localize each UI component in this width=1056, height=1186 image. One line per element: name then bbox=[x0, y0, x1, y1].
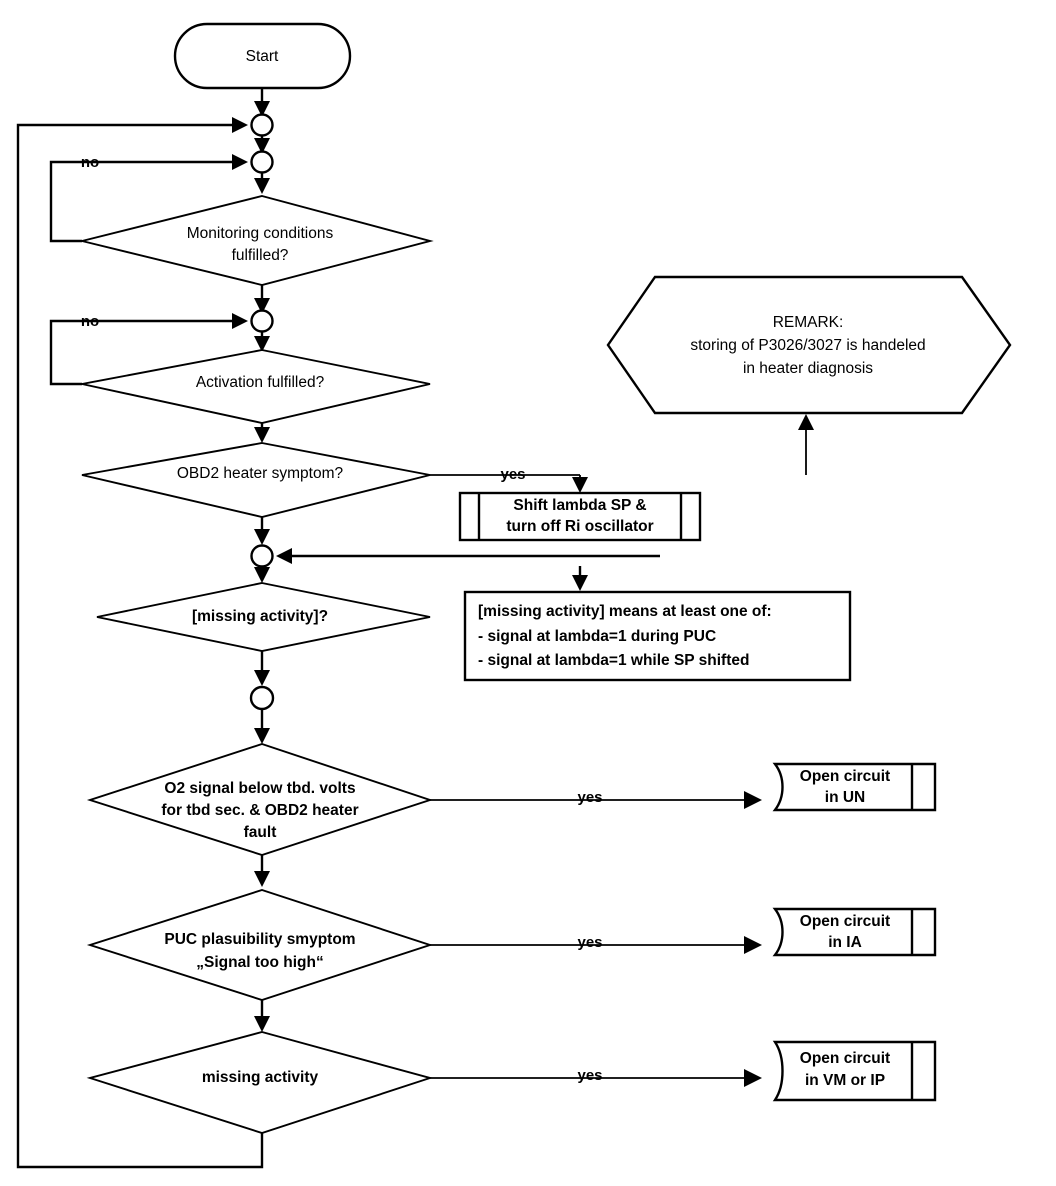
node-open-vmip-line2: in VM or IP bbox=[805, 1072, 885, 1089]
node-start[interactable]: Start bbox=[173, 22, 352, 90]
node-missing-bottom-line1: missing activity bbox=[202, 1069, 319, 1086]
node-missing-note-line3: - signal at lambda=1 while SP shifted bbox=[478, 652, 749, 669]
node-missing-note-line1: [missing activity] means at least one of… bbox=[478, 603, 772, 620]
node-open-circuit-ia[interactable]: Open circuit in IA bbox=[772, 907, 937, 957]
node-obd2-line1: OBD2 heater symptom? bbox=[177, 465, 344, 482]
edge-shift-to-connector4 bbox=[276, 548, 660, 564]
node-open-circuit-vm-ip[interactable]: Open circuit in VM or IP bbox=[772, 1040, 937, 1102]
node-puc-plausibility-decision[interactable]: PUC plasuibility smyptom „Signal too hig… bbox=[86, 889, 434, 1001]
edge-connector3-to-activation bbox=[254, 332, 270, 352]
node-missing-activity-bottom[interactable]: missing activity bbox=[86, 1031, 434, 1134]
node-remark-note: REMARK: storing of P3026/3027 is handele… bbox=[606, 275, 1012, 415]
edge-label-no-monitoring: no bbox=[81, 154, 99, 171]
node-remark-line1: REMARK: bbox=[773, 314, 844, 331]
node-open-circuit-un[interactable]: Open circuit in UN bbox=[772, 762, 937, 812]
node-open-vmip-line1: Open circuit bbox=[800, 1050, 890, 1067]
node-shift-lambda-line2: turn off Ri oscillator bbox=[506, 518, 653, 535]
edge-label-yes-puc: yes bbox=[577, 934, 602, 951]
node-puc-line2: „Signal too high“ bbox=[196, 954, 323, 971]
edge-activation-to-obd2 bbox=[254, 423, 270, 443]
edge-monitoring-to-connector3 bbox=[254, 285, 270, 314]
edge-o2-yes-to-un: yes bbox=[430, 789, 762, 809]
edge-obd2-yes-to-shift: yes bbox=[430, 466, 588, 493]
edge-puc-yes-to-ia: yes bbox=[430, 934, 762, 954]
edge-missingbottom-yes-to-vmip: yes bbox=[430, 1067, 762, 1087]
connector-circle-3 bbox=[250, 309, 274, 333]
edge-label-yes-o2: yes bbox=[577, 789, 602, 806]
connector-circle-1 bbox=[250, 113, 274, 137]
edge-shift-to-remark bbox=[798, 414, 814, 475]
node-o2-line1: O2 signal below tbd. volts bbox=[164, 780, 355, 797]
node-start-label: Start bbox=[246, 48, 279, 65]
node-o2-line3: fault bbox=[244, 824, 277, 841]
edge-start-to-connector1 bbox=[254, 88, 270, 117]
edge-label-no-activation: no bbox=[81, 313, 99, 330]
node-remark-line3: in heater diagnosis bbox=[743, 360, 873, 377]
node-shift-lambda-line1: Shift lambda SP & bbox=[513, 497, 646, 514]
edge-bottom-loop-back bbox=[16, 117, 264, 1169]
node-open-ia-line1: Open circuit bbox=[800, 913, 890, 930]
edge-connector5-to-o2 bbox=[254, 709, 270, 744]
connector-circle-2 bbox=[250, 150, 274, 174]
node-shift-lambda[interactable]: Shift lambda SP & turn off Ri oscillator bbox=[458, 491, 702, 542]
edge-monitoring-no-loop: no bbox=[49, 154, 248, 243]
node-remark-line2: storing of P3026/3027 is handeled bbox=[690, 337, 925, 354]
node-obd2-heater-symptom[interactable]: OBD2 heater symptom? bbox=[81, 442, 431, 518]
node-activation-fulfilled[interactable]: Activation fulfilled? bbox=[81, 349, 431, 424]
node-open-un-line1: Open circuit bbox=[800, 768, 890, 785]
node-monitoring-line2: fulfilled? bbox=[232, 247, 289, 264]
node-open-un-line2: in UN bbox=[825, 789, 865, 806]
edge-connector2-to-monitoring bbox=[254, 172, 270, 194]
edge-obd2-to-connector4 bbox=[254, 517, 270, 545]
edge-label-yes-obd2: yes bbox=[500, 466, 525, 483]
edge-o2-to-puc bbox=[254, 855, 270, 887]
edge-activation-no-loop: no bbox=[49, 313, 248, 386]
connector-circle-5 bbox=[249, 685, 275, 711]
edge-puc-to-missing-bottom bbox=[254, 1000, 270, 1032]
node-missing-activity-decision[interactable]: [missing activity]? bbox=[96, 582, 431, 652]
node-missing-activity-note: [missing activity] means at least one of… bbox=[463, 590, 852, 682]
node-missing-note-line2: - signal at lambda=1 during PUC bbox=[478, 628, 716, 645]
node-open-ia-line2: in IA bbox=[828, 934, 862, 951]
node-puc-line1: PUC plasuibility smyptom bbox=[164, 931, 355, 948]
node-monitoring-line1: Monitoring conditions bbox=[187, 225, 334, 242]
node-o2-signal-decision[interactable]: O2 signal below tbd. volts for tbd sec. … bbox=[86, 742, 434, 856]
node-missing-activity-line1: [missing activity]? bbox=[192, 608, 328, 625]
connector-circle-4 bbox=[250, 544, 274, 568]
node-monitoring-conditions[interactable]: Monitoring conditions fulfilled? bbox=[81, 195, 434, 286]
edge-connector4-to-missing bbox=[254, 566, 270, 583]
edge-label-yes-missing: yes bbox=[577, 1067, 602, 1084]
node-activation-line1: Activation fulfilled? bbox=[196, 374, 325, 391]
edge-into-missing-note bbox=[572, 566, 588, 591]
edge-missing-to-connector5 bbox=[254, 651, 270, 686]
node-o2-line2: for tbd sec. & OBD2 heater bbox=[161, 802, 358, 819]
